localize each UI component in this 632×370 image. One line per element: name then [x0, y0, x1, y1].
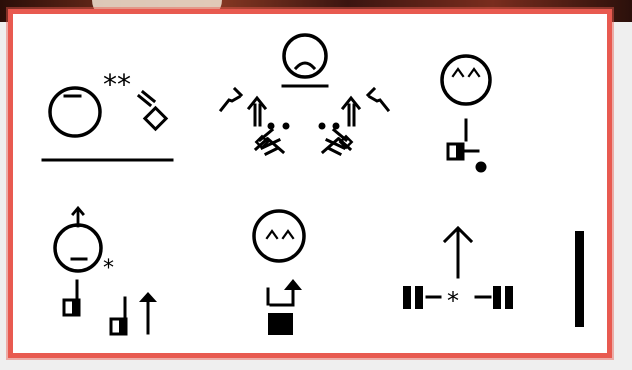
svg-text:*: * [103, 256, 114, 281]
sign-neutral-face-up-arrow: * [55, 208, 157, 334]
sign-raised-eyebrows-face [442, 56, 490, 173]
sign-vertical-bar [575, 231, 584, 327]
sign-neutral-face: ** [43, 68, 172, 160]
svg-text:**: ** [103, 68, 131, 101]
sign-frowning-face [221, 35, 388, 154]
sign-two-hands-arrow: * [403, 228, 513, 315]
sign-raised-eyebrows-face-filled-hand [254, 211, 304, 335]
svg-text:*: * [447, 287, 459, 315]
